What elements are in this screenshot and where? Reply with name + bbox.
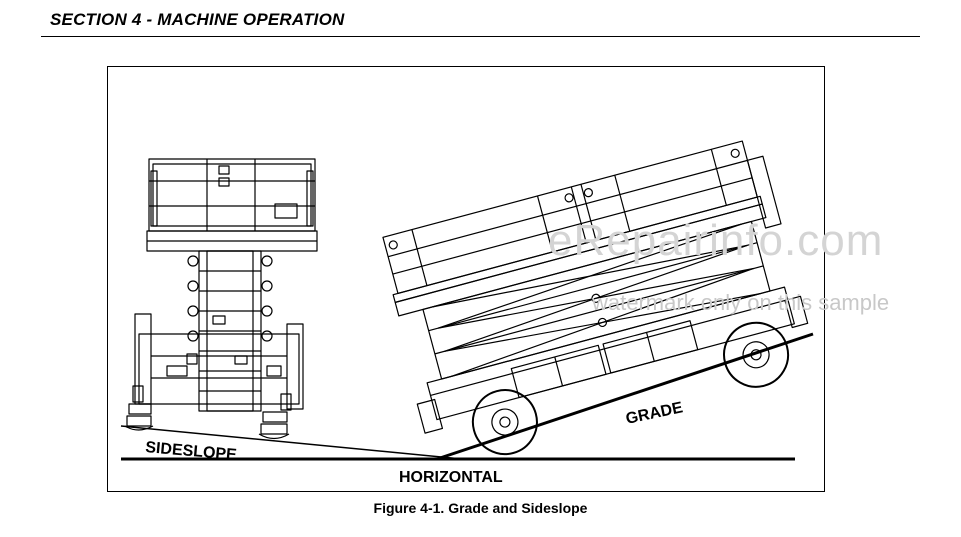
grade-machine <box>382 140 809 456</box>
grade-line <box>436 332 814 461</box>
label-horizontal: HORIZONTAL <box>399 469 503 486</box>
section-title: SECTION 4 - MACHINE OPERATION <box>50 10 345 29</box>
label-grade: GRADE <box>624 399 684 428</box>
sideslope-line <box>120 425 463 460</box>
header-divider <box>41 36 920 37</box>
figure-illustration: SIDESLOPE HORIZONTAL GRADE <box>120 140 814 486</box>
sideslope-machine <box>124 158 318 440</box>
figure-caption: Figure 4-1. Grade and Sideslope <box>373 500 588 516</box>
figure-frame <box>107 66 825 492</box>
watermark-secondary: watermark only on this sample <box>592 290 890 315</box>
watermark-primary: eRepairinfo.com <box>548 216 884 265</box>
